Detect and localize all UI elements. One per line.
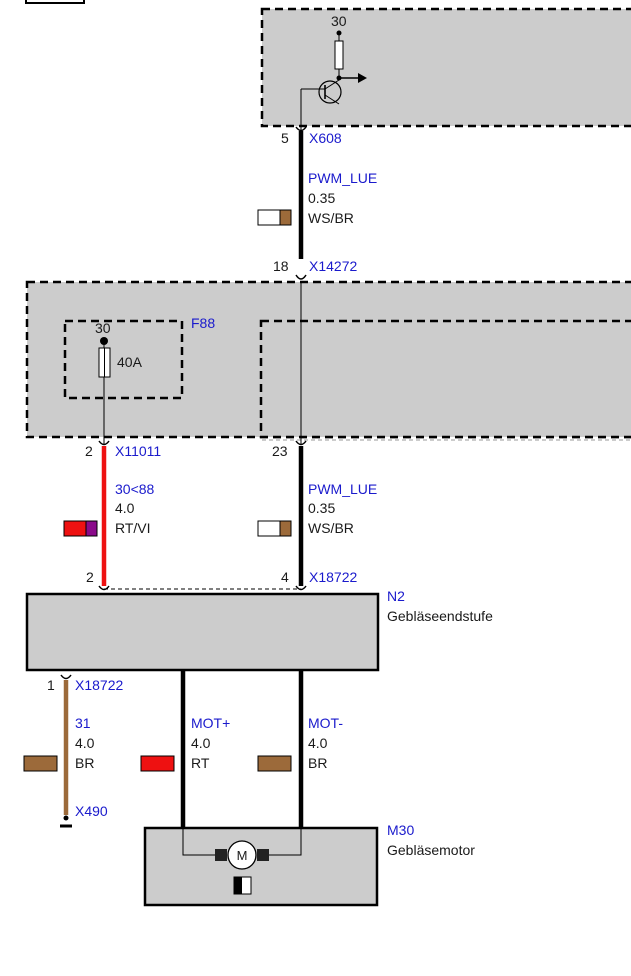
wire-cross-section: 0.35 — [308, 500, 335, 516]
ground-point-dot — [63, 815, 69, 821]
connector-socket-icon — [295, 274, 307, 280]
inner-module-section — [259, 319, 631, 439]
pin-label: 4 — [281, 569, 289, 585]
wire-cross-section: 4.0 — [115, 500, 135, 516]
wire-color-swatch-ws-br — [257, 520, 292, 537]
wire-color-swatch-br — [23, 755, 58, 772]
n2-blower-stage-module[interactable] — [25, 592, 380, 672]
motor-symbol-label: M — [237, 848, 248, 863]
wire-color-code: RT/VI — [115, 520, 151, 536]
wire-color-code: BR — [75, 755, 94, 771]
pin-label: 2 — [85, 443, 93, 459]
fuse-terminal-label: 30 — [95, 320, 111, 336]
motor-id-label[interactable]: M30 — [387, 822, 414, 838]
connector-socket-icon — [295, 440, 307, 446]
top-module-terminal-label: 30 — [331, 13, 347, 29]
wire-signal-label: 31 — [75, 715, 91, 731]
connector-label[interactable]: X11011 — [115, 443, 161, 459]
connector-socket-icon — [295, 585, 307, 591]
m30-blower-motor[interactable] — [143, 826, 379, 907]
pin-label: 5 — [281, 130, 289, 146]
wire-color-code: WS/BR — [308, 210, 354, 226]
wire-color-code: WS/BR — [308, 520, 354, 536]
wire-color-swatch-rt — [140, 755, 175, 772]
output-arrow-icon — [358, 73, 367, 83]
wire-signal-label: MOT+ — [191, 715, 230, 731]
pin-label: 2 — [86, 569, 94, 585]
wire-cross-section: 4.0 — [75, 735, 95, 751]
fuse-rating-label: 40A — [117, 354, 143, 370]
module-name-label: Gebläseendstufe — [387, 608, 493, 624]
pullup-resistor-icon — [334, 40, 344, 70]
offpage-component-stub — [25, 0, 85, 4]
connector-socket-icon — [60, 674, 72, 680]
motor-icon — [215, 840, 269, 870]
wire-cross-section: 0.35 — [308, 190, 335, 206]
wire-color-code: RT — [191, 755, 210, 771]
motor-internal-trace — [268, 828, 302, 856]
connector-label[interactable]: X18722 — [309, 569, 357, 585]
connector-label[interactable]: X14272 — [309, 258, 357, 274]
pin-label: 1 — [47, 677, 55, 693]
module-id-label[interactable]: N2 — [387, 588, 405, 604]
motor-name-label: Gebläsemotor — [387, 842, 475, 858]
connector-socket-icon — [98, 585, 110, 591]
wire-signal-label: 30<88 — [115, 481, 155, 497]
pin-label: 18 — [273, 258, 289, 274]
connector-socket-icon — [98, 440, 110, 446]
connector-label[interactable]: X608 — [309, 130, 342, 146]
motor-internal-trace — [182, 828, 215, 856]
pin-label: 23 — [272, 443, 288, 459]
fuse-id-label[interactable]: F88 — [191, 315, 215, 331]
wire-cross-section: 4.0 — [191, 735, 211, 751]
motor-terminal-block-icon — [233, 876, 252, 895]
wire-signal-label: MOT- — [308, 715, 343, 731]
wire-color-swatch-ws-br — [257, 209, 292, 226]
wire-cross-section: 4.0 — [308, 735, 328, 751]
fuse-sub-box[interactable] — [63, 319, 184, 400]
wire-signal-label: PWM_LUE — [308, 170, 377, 186]
wire-color-code: BR — [308, 755, 327, 771]
ground-point-label[interactable]: X490 — [75, 803, 108, 819]
wire-color-swatch-br — [257, 755, 292, 772]
wire-color-swatch-rt-vi — [63, 520, 98, 537]
transistor-icon — [301, 78, 342, 105]
connector-socket-icon — [295, 126, 307, 132]
connector-label[interactable]: X18722 — [75, 677, 123, 693]
top-control-module[interactable] — [260, 7, 631, 128]
wire-signal-label: PWM_LUE — [308, 481, 377, 497]
